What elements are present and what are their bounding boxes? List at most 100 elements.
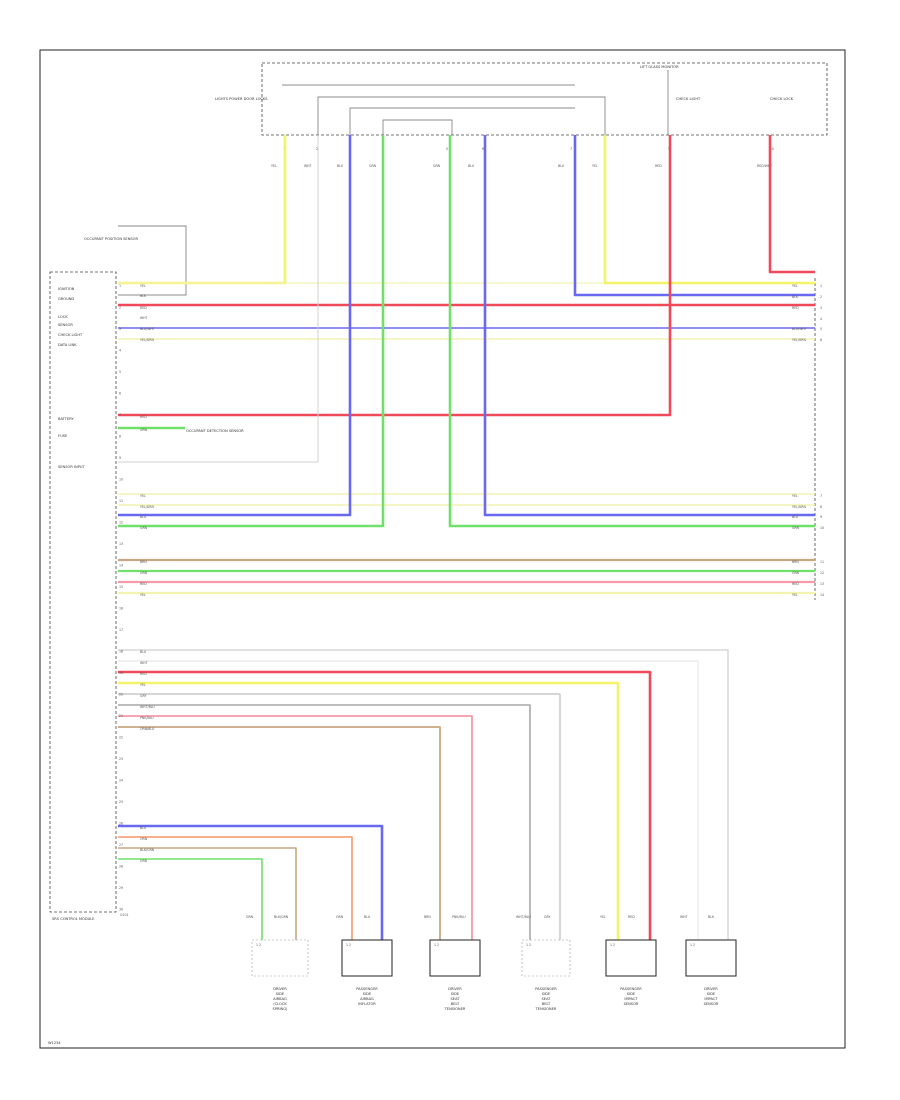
bus-wire-label: WHT bbox=[140, 661, 148, 665]
top-wire-label: RED/WHT bbox=[757, 164, 772, 168]
component-name: SIDE bbox=[707, 992, 716, 996]
control-module-caption: SRS CONTROL MODULE bbox=[52, 917, 95, 921]
left-label: DATA LINK bbox=[58, 343, 77, 347]
right-pin: 13 bbox=[820, 582, 824, 586]
component-box bbox=[521, 939, 571, 977]
bus-wire-label: GRN bbox=[140, 571, 148, 575]
right-wire-label: BLK bbox=[792, 295, 799, 299]
left-label: FUSE bbox=[58, 434, 68, 438]
top-wire-label: RED bbox=[655, 164, 662, 168]
wire-brown-tensioner bbox=[118, 726, 441, 940]
right-wire-label: YEL bbox=[792, 494, 798, 498]
bus-wire-label: WHT bbox=[140, 316, 148, 320]
component-name: DRIVER bbox=[704, 987, 718, 991]
right-wire-label: YEL/GRN bbox=[792, 505, 806, 509]
wires bbox=[118, 135, 815, 940]
wire-red-mid bbox=[118, 135, 672, 417]
component-name: PASSENGER bbox=[356, 987, 378, 991]
right-pin: 10 bbox=[820, 526, 824, 530]
footer-code: W1234 bbox=[48, 1041, 61, 1045]
module-pin: 28 bbox=[119, 865, 123, 869]
component-wire-label: ORN bbox=[336, 915, 344, 919]
module-pin: 10 bbox=[119, 478, 123, 482]
left-label: GROUND bbox=[58, 297, 74, 301]
wire-blue-pass bbox=[118, 824, 384, 940]
bus-wire-label: GRN bbox=[140, 428, 148, 432]
bus-wire-label: BLU bbox=[140, 826, 147, 830]
top-connector bbox=[261, 62, 828, 136]
wire-pink-tensioner bbox=[118, 715, 473, 940]
component-pins: 1 2 bbox=[610, 943, 615, 947]
module-pin: 15 bbox=[119, 585, 123, 589]
right-wire-label: RED bbox=[792, 582, 799, 586]
wire-orange-pass bbox=[118, 836, 353, 940]
bus-wire-label: WHT/BLU bbox=[140, 705, 155, 709]
top-wire-label: YEL bbox=[271, 164, 277, 168]
occupant-detection-note: OCCUPANT DETECTION SENSOR bbox=[186, 429, 244, 433]
component-name: SIDE bbox=[363, 992, 372, 996]
component-wire-label: BRN bbox=[424, 915, 431, 919]
component-name: IMPACT bbox=[624, 997, 638, 1001]
bus-wire-label: RED bbox=[140, 582, 147, 586]
bus-wire-label: YEL/GRN bbox=[140, 338, 154, 342]
bus-wire-label: GRN bbox=[140, 526, 148, 530]
top-internal-branch bbox=[349, 107, 575, 135]
module-pin: 27 bbox=[119, 843, 123, 847]
component-pins: 1 2 bbox=[346, 943, 351, 947]
module-pin: 11 bbox=[119, 499, 123, 503]
wire-blue-mid bbox=[118, 135, 352, 517]
wire-yellow-right bbox=[603, 135, 815, 285]
right-pin: 12 bbox=[820, 571, 824, 575]
bus-wire-label: BRN bbox=[140, 560, 147, 564]
top-wire-label: GRN bbox=[433, 164, 441, 168]
module-pin: 4 bbox=[119, 349, 121, 353]
component-box bbox=[251, 939, 309, 977]
top-mid-note: CHECK LIGHT bbox=[676, 97, 701, 101]
component-name: SEAT bbox=[451, 997, 461, 1001]
bus-wire-label: RED bbox=[140, 415, 147, 419]
module-pin: 9 bbox=[119, 456, 121, 460]
module-pin: 30 bbox=[119, 908, 123, 912]
left-label: SENSOR bbox=[58, 323, 73, 327]
component-name: INFLATOR bbox=[358, 1002, 376, 1006]
wire-gray-impact bbox=[118, 649, 729, 940]
top-pin: 2 bbox=[316, 147, 318, 151]
component-box bbox=[605, 939, 657, 977]
right-pin: 6 bbox=[820, 338, 822, 342]
wire-green-mid bbox=[118, 135, 385, 528]
wire-tan-driver bbox=[118, 847, 297, 940]
top-pin: 7 bbox=[570, 147, 572, 151]
component-wire-label: PNK/BLU bbox=[452, 915, 466, 919]
wire-green-driver bbox=[118, 858, 263, 940]
module-pin: 17 bbox=[119, 628, 123, 632]
right-wire-label: YEL bbox=[792, 284, 798, 288]
right-wire-label: BLU bbox=[792, 515, 799, 519]
bus-wire-label: BLK bbox=[140, 294, 147, 298]
bus-wire-label: BLU bbox=[140, 650, 147, 654]
wire-labels: YELBLKREDWHTBLU/WHTYEL/GRNREDGRNYELYEL/G… bbox=[119, 284, 824, 912]
top-internal-loop bbox=[317, 96, 606, 135]
component-name: SENSOR bbox=[704, 1002, 719, 1006]
module-pin: 20 bbox=[119, 693, 123, 697]
wire-yellow-top bbox=[118, 135, 287, 285]
wire-red-right bbox=[768, 135, 815, 274]
component-name: TENSIONER bbox=[535, 1007, 557, 1011]
wire-white-impact bbox=[118, 660, 699, 940]
control-module-ground: G101 bbox=[120, 913, 129, 917]
wire-red-impact bbox=[118, 670, 652, 940]
bus-wire-label: YEL/GRN bbox=[140, 505, 154, 509]
module-pin: 18 bbox=[119, 650, 123, 654]
diagram-frame bbox=[39, 49, 846, 1049]
left-label: IGNITION bbox=[58, 287, 75, 291]
bus-wire-label: YEL bbox=[140, 593, 146, 597]
bus-wire-label: GRN bbox=[140, 859, 148, 863]
right-pin: 11 bbox=[820, 560, 824, 564]
module-pin: 8 bbox=[119, 435, 121, 439]
module-pin: 7 bbox=[119, 413, 121, 417]
left-label: CHECK LIGHT bbox=[58, 333, 83, 337]
wire-white-mid bbox=[118, 135, 319, 463]
left-label: LOCK bbox=[58, 315, 68, 319]
component-box bbox=[429, 939, 481, 977]
